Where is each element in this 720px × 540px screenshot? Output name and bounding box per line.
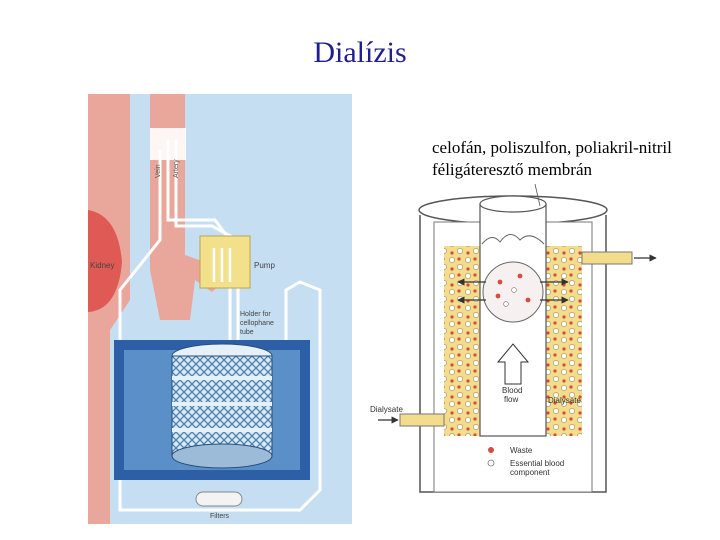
holder-label: Holder for bbox=[240, 311, 271, 318]
blood-flow-label: Blood bbox=[502, 386, 522, 395]
holder-label-3: tube bbox=[240, 329, 254, 336]
waste-legend-dot bbox=[488, 447, 494, 453]
holder-label-2: cellophane bbox=[240, 320, 274, 327]
essential-legend-label-2: component bbox=[510, 468, 550, 477]
pump-rollers bbox=[212, 248, 232, 282]
patient-body bbox=[88, 94, 130, 524]
dialysate-inlet-pipe bbox=[399, 413, 445, 427]
dialysis-machine-illustration: Vein Artery Kidney Pump Holder for cello… bbox=[88, 94, 352, 524]
coil-bands bbox=[172, 376, 272, 432]
kidney-shape bbox=[88, 210, 122, 312]
blood-tube-top bbox=[479, 195, 547, 213]
dialysate-inlet-label: Dialysate bbox=[370, 405, 403, 414]
membrane-materials-caption: celofán, poliszulfon, poliakril-nitril bbox=[432, 138, 672, 157]
pump-label: Pump bbox=[254, 261, 275, 270]
membrane-caption: féligáteresztő membrán bbox=[432, 160, 593, 179]
essential-legend-label: Essential blood bbox=[510, 459, 564, 468]
blood-particles bbox=[495, 273, 531, 307]
torn-membrane-edge bbox=[481, 234, 545, 245]
essential-legend-dot bbox=[487, 459, 495, 467]
kidney-label: Kidney bbox=[90, 261, 114, 270]
filters-label: Filters bbox=[210, 513, 230, 520]
membrane-cross-section: Blood flow Dialysate Dialysate Waste Ess… bbox=[370, 183, 657, 493]
coil-bottom bbox=[171, 443, 273, 469]
return-tube bbox=[118, 150, 322, 512]
dialysate-outlet-pipe bbox=[581, 251, 633, 265]
vein-label: Vein bbox=[155, 164, 162, 178]
waste-legend-label: Waste bbox=[510, 446, 533, 455]
dialysate-chamber-label: Dialysate bbox=[548, 396, 581, 405]
artery-label: Artery bbox=[173, 159, 180, 178]
blood-flow-arrow bbox=[496, 343, 530, 385]
blood-flow-label-2: flow bbox=[504, 395, 518, 404]
caption-pointer bbox=[534, 183, 541, 207]
filter-unit bbox=[195, 491, 243, 507]
pump-box bbox=[199, 235, 251, 289]
page-title: Dialízis bbox=[313, 36, 407, 69]
